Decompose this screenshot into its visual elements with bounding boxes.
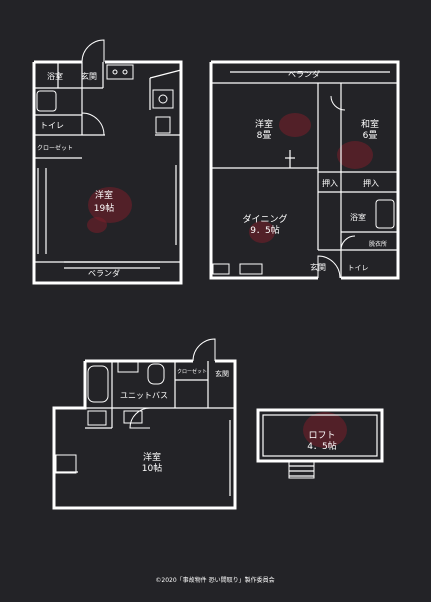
plan-b-toilet-label: トイレ — [348, 264, 369, 272]
plan-a-entrance-label: 玄関 — [81, 71, 97, 81]
plan-a-bath-label: 浴室 — [47, 71, 63, 81]
plan-b-veranda-label: ベランダ — [288, 69, 320, 79]
plan-c-closet-label: クローゼット — [177, 368, 207, 375]
plan-b-dressing-label: 脱衣所 — [369, 240, 387, 248]
plan-b-oshiire-2: 押入 — [363, 178, 379, 188]
plan-b-bath-label: 浴室 — [350, 212, 366, 222]
stain-plan-b-japanese — [337, 141, 373, 169]
plan-d: ロフト 4．5帖 — [256, 408, 384, 479]
plan-b-entrance-label: 玄関 — [310, 262, 326, 272]
stain-plan-a — [88, 187, 132, 223]
plan-b-japanese-size: 6畳 — [363, 130, 378, 141]
plan-c: クローゼット 玄関 ユニットバス 洋室 10帖 — [52, 338, 237, 510]
plan-c-room-size: 10帖 — [142, 462, 162, 474]
plan-b-dining-size: 9．5帖 — [250, 224, 279, 236]
plan-c-unit-bath-label: ユニットバス — [120, 391, 168, 400]
plan-c-room-name: 洋室 — [143, 451, 161, 463]
copyright-text: ©2020「事故物件 恐い間取り」製作委員会 — [155, 576, 274, 584]
plan-b-oshiire-1: 押入 — [322, 178, 338, 188]
plan-a-room-name: 洋室 — [95, 189, 113, 201]
plan-b: ベランダ 洋室 8畳 和室 6畳 押入 押入 ダイニング 9．5帖 浴室 脱衣所… — [209, 60, 400, 280]
plan-b-dining-name: ダイニング — [242, 213, 287, 225]
stain-plan-a-small — [87, 217, 107, 233]
plan-a-closet-label: クローゼット — [37, 144, 73, 152]
plan-b-japanese-name: 和室 — [361, 118, 379, 130]
stain-plan-d — [303, 412, 347, 448]
plan-d-loft-name: ロフト — [308, 431, 335, 441]
plan-c-entrance-label: 玄関 — [215, 369, 229, 378]
plan-b-western-name: 洋室 — [255, 118, 273, 130]
plan-b-western-size: 8畳 — [257, 130, 272, 141]
plan-d-loft-size: 4．5帖 — [307, 440, 336, 452]
blood-stains — [87, 113, 373, 448]
plan-a-room-size: 19帖 — [94, 202, 114, 214]
plan-a-veranda-label: ベランダ — [88, 268, 120, 278]
plan-a: 浴室 玄関 トイレ クローゼット 洋室 19帖 ベランダ — [32, 39, 183, 285]
stain-plan-b-dining — [249, 221, 275, 243]
plan-a-toilet-label: トイレ — [40, 121, 64, 130]
stain-plan-b-western — [279, 113, 311, 137]
